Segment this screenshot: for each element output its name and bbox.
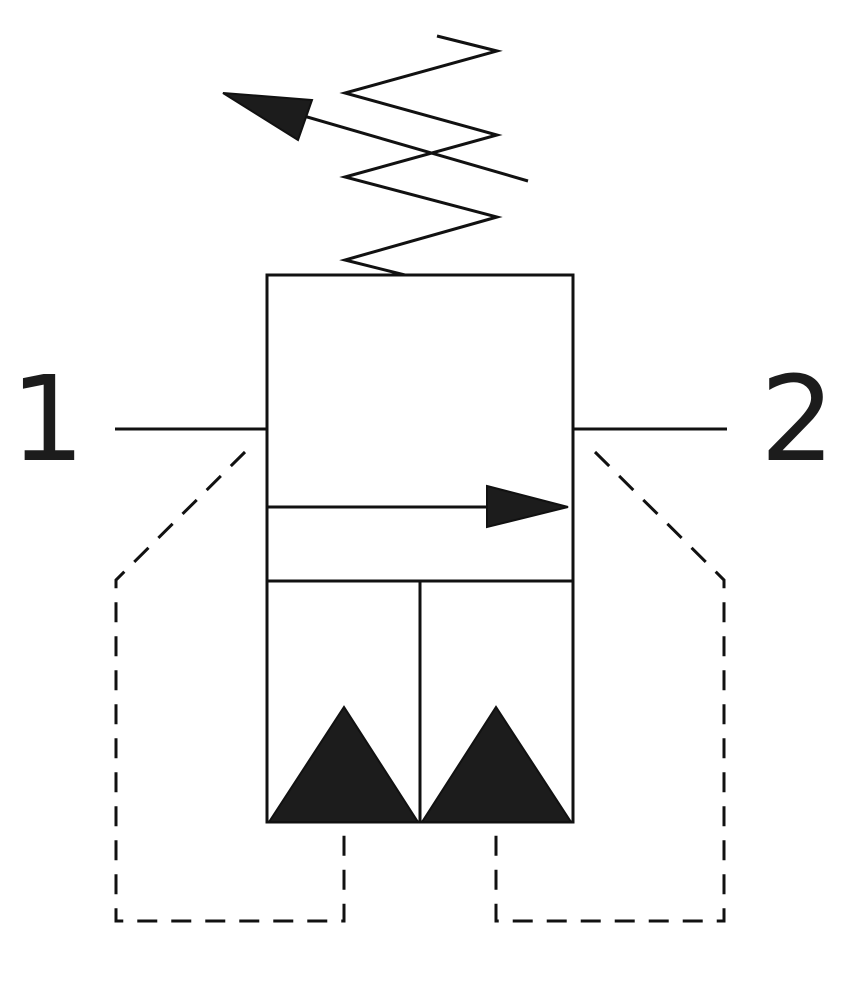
flow-arrow-head [486, 484, 569, 529]
pilot-line-right [494, 450, 726, 923]
outlet-port-label: 2 [760, 350, 835, 488]
pilot-triangle-left [267, 705, 420, 823]
spring [339, 34, 503, 277]
adjust-arrow-head [222, 92, 314, 142]
adjust-arrow-shaft [289, 110, 529, 183]
inlet-port-label: 1 [10, 350, 85, 488]
pilot-triangle-right [420, 705, 573, 823]
pilot-line-left [114, 450, 346, 923]
